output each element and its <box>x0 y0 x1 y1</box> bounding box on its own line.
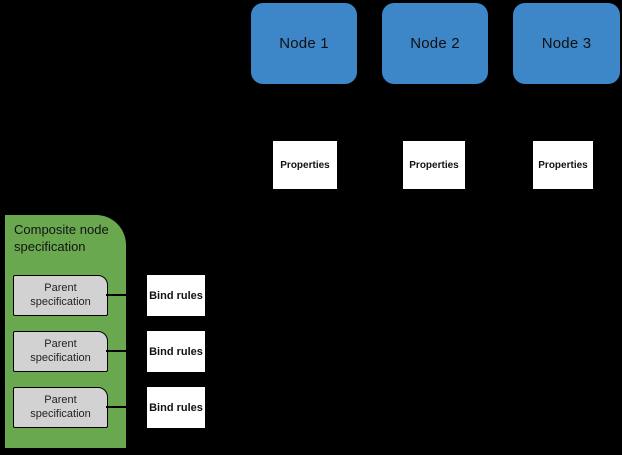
properties-box-3: Properties <box>533 141 593 189</box>
node-3-box: Node 3 <box>513 3 620 84</box>
bind-rules-box-2: Bind rules <box>147 331 205 372</box>
parent-specification-box-2: Parent specification <box>13 331 108 372</box>
properties-box-1: Properties <box>273 141 337 189</box>
node-1-box: Node 1 <box>251 3 357 84</box>
node-2-box: Node 2 <box>382 3 488 84</box>
bind-rules-box-1: Bind rules <box>147 275 205 316</box>
parent-specification-box-1: Parent specification <box>13 275 108 316</box>
properties-box-2: Properties <box>403 141 465 189</box>
connector-line-1 <box>106 294 127 296</box>
bind-rules-box-3: Bind rules <box>147 387 205 428</box>
connector-line-2 <box>106 350 127 352</box>
connector-line-3 <box>106 406 127 408</box>
composite-title: Composite node specification <box>14 222 109 254</box>
parent-specification-box-3: Parent specification <box>13 387 108 428</box>
composite-node-specification-container: Composite node specification Parent spec… <box>5 215 126 448</box>
